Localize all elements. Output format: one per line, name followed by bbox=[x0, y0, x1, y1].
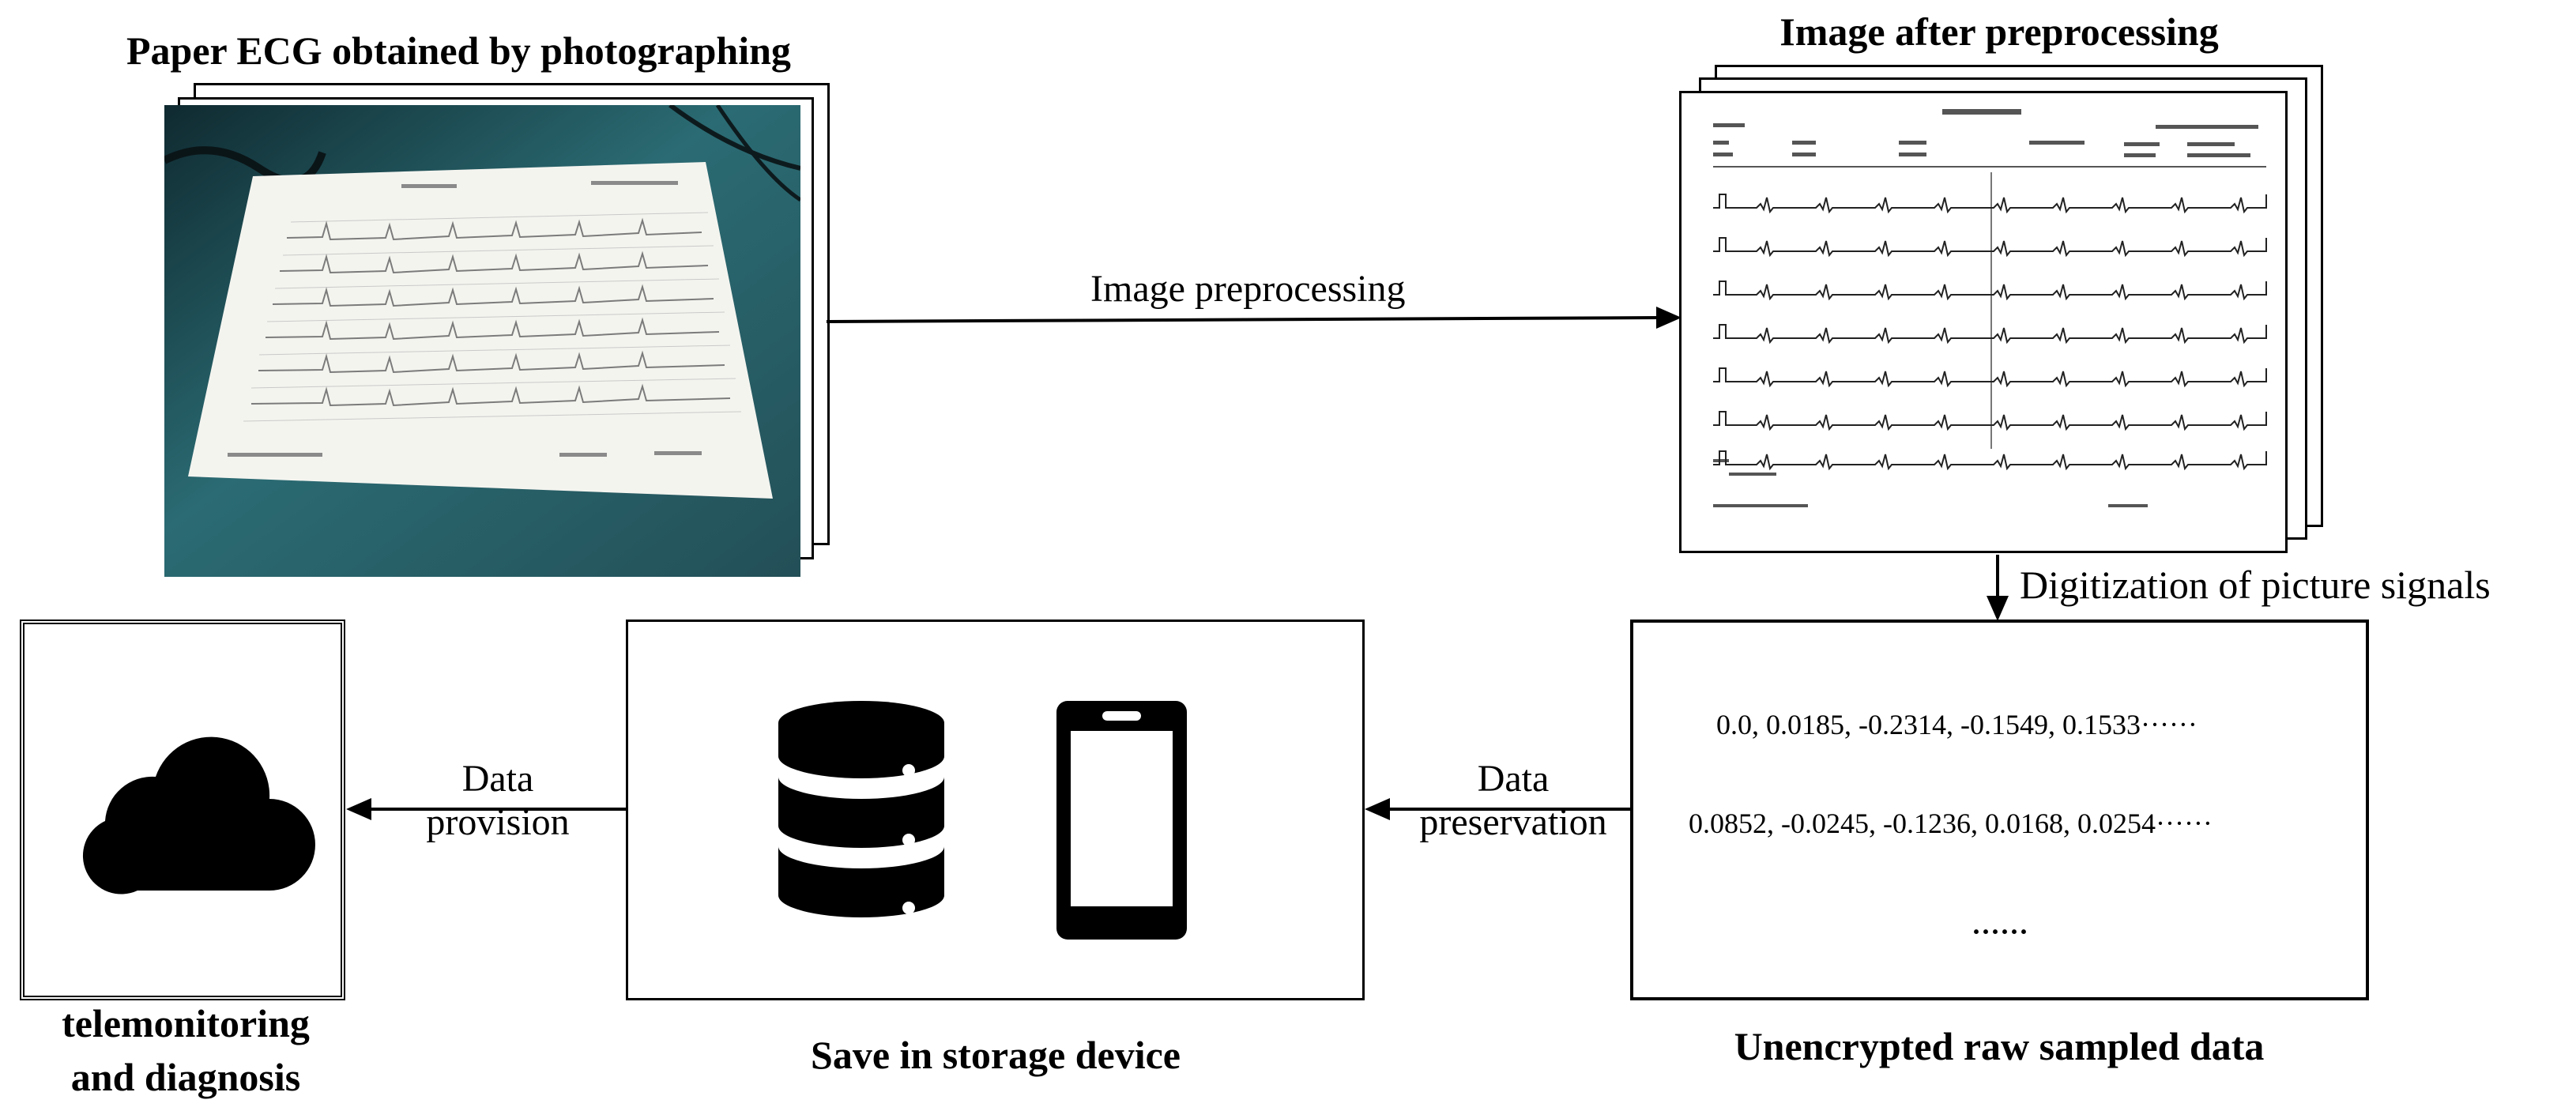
preprocessed-image-stack bbox=[1679, 65, 2335, 563]
arrow-data-provision-head bbox=[346, 798, 371, 820]
smartphone-icon bbox=[1056, 701, 1187, 940]
arrow-data-preservation-head bbox=[1365, 798, 1390, 820]
label-data-provision-line1: Data bbox=[461, 758, 534, 800]
preprocessed-ecg-sheet bbox=[1682, 93, 2285, 551]
telemonitoring-box bbox=[20, 620, 345, 1000]
storage-title: Save in storage device bbox=[811, 1033, 1181, 1077]
label-data-provision: Data provision bbox=[379, 757, 616, 844]
raw-data-row-2: 0.0852, -0.0245, -0.1236, 0.0168, 0.0254… bbox=[1689, 808, 2213, 839]
label-data-preservation-line1: Data bbox=[1477, 758, 1550, 800]
label-image-preprocessing: Image preprocessing bbox=[1090, 268, 1406, 310]
arrow-image-preprocessing bbox=[826, 316, 1660, 323]
label-data-provision-line2: provision bbox=[426, 801, 570, 844]
label-digitization: Digitization of picture signals bbox=[2020, 563, 2491, 607]
storage-box bbox=[626, 620, 1365, 1000]
paper-ecg-title: Paper ECG obtained by photographing bbox=[126, 28, 791, 73]
raw-data-box: 0.0, 0.0185, -0.2314, -0.1549, 0.1533···… bbox=[1630, 620, 2369, 1000]
label-data-preservation: Data preservation bbox=[1395, 757, 1632, 844]
raw-data-title: Unencrypted raw sampled data bbox=[1734, 1024, 2265, 1068]
preprocessed-ecg-image bbox=[1679, 91, 2288, 553]
label-data-preservation-line2: preservation bbox=[1419, 801, 1607, 844]
preprocessed-image-title: Image after preprocessing bbox=[1779, 9, 2219, 54]
cloud-icon bbox=[82, 736, 315, 894]
photo-ecg-stack bbox=[158, 83, 838, 577]
database-icon bbox=[778, 701, 944, 917]
telemonitoring-title: telemonitoring and diagnosis bbox=[0, 997, 371, 1104]
raw-data-ellipsis: ······ bbox=[1972, 916, 2029, 947]
arrow-digitization-head bbox=[1987, 596, 2009, 621]
ecg-photo bbox=[164, 105, 800, 577]
arrow-image-preprocessing-head bbox=[1656, 307, 1682, 329]
telemonitoring-title-line2: and diagnosis bbox=[70, 1054, 301, 1099]
raw-data-row-1: 0.0, 0.0185, -0.2314, -0.1549, 0.1533···… bbox=[1716, 709, 2198, 740]
ecg-photo-image bbox=[164, 105, 800, 577]
telemonitoring-title-line1: telemonitoring bbox=[62, 1001, 310, 1045]
